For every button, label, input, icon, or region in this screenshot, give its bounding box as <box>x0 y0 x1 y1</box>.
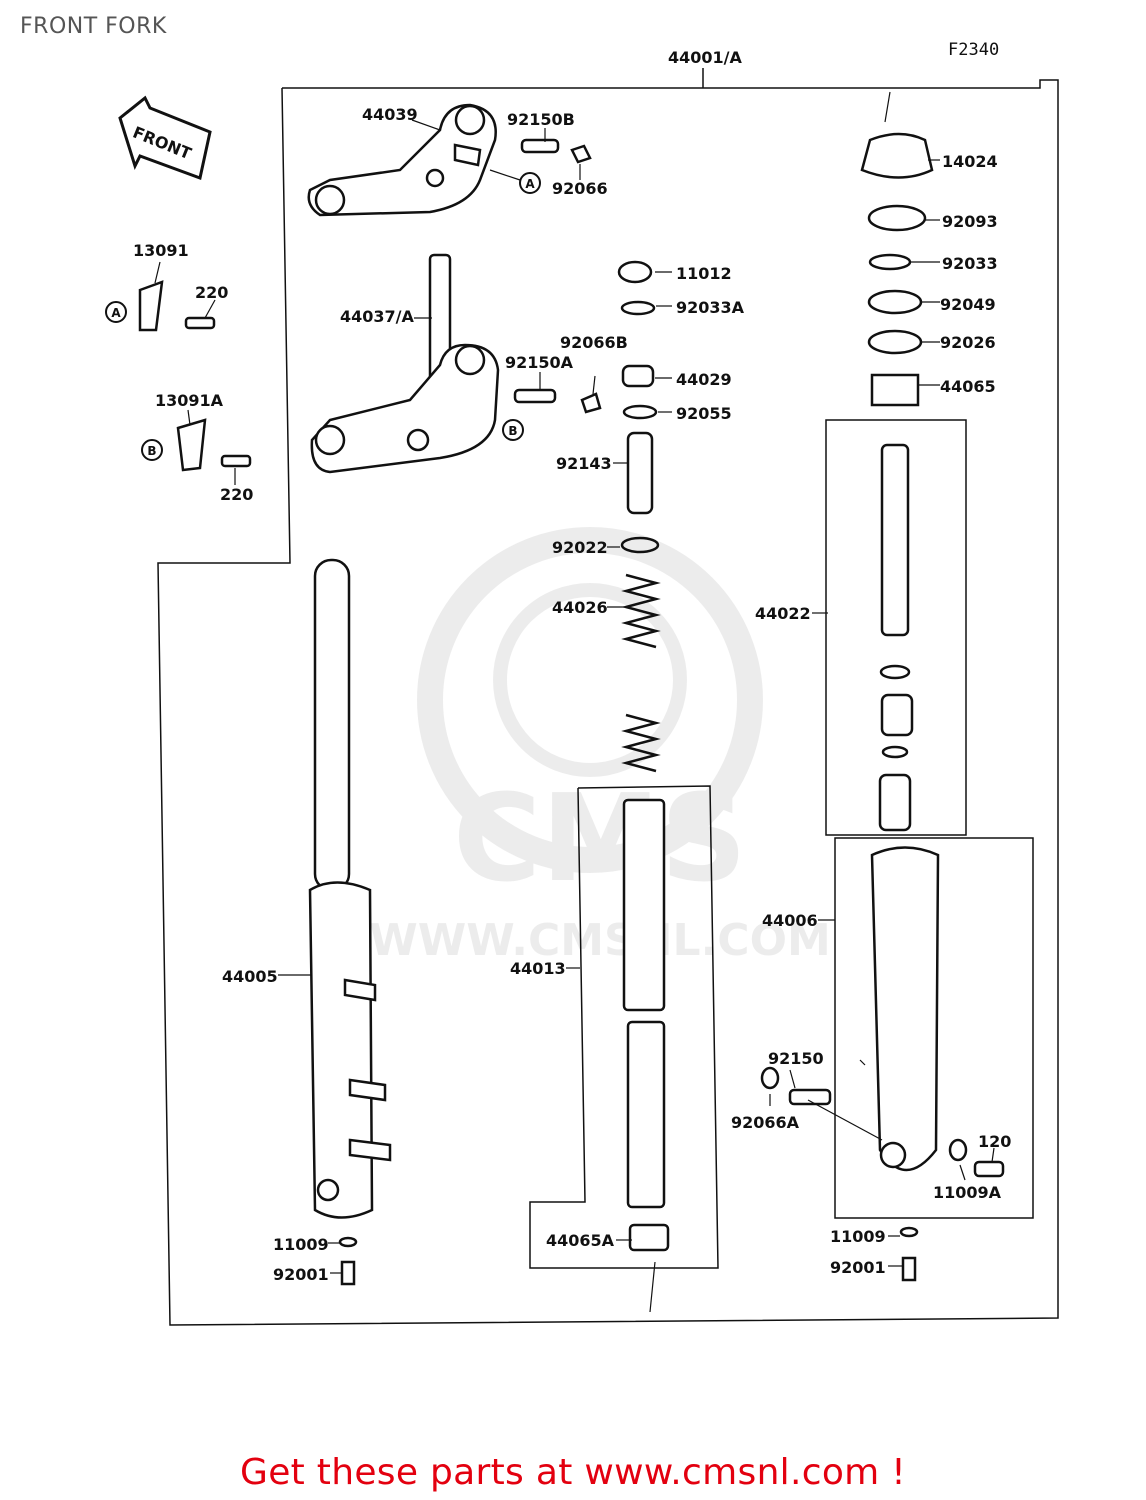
label-44029: 44029 <box>676 370 732 389</box>
label-220-upper: 220 <box>195 283 228 302</box>
lower-bracket <box>310 253 602 474</box>
label-44006: 44006 <box>762 911 818 930</box>
label-92093: 92093 <box>942 212 998 231</box>
label-92049: 92049 <box>940 295 996 314</box>
label-44039: 44039 <box>362 105 418 124</box>
label-11009A: 11009A <box>933 1183 1002 1202</box>
promo-link[interactable]: Get these parts at www.cmsnl.com ! <box>240 1452 906 1493</box>
label-92026: 92026 <box>940 333 996 352</box>
label-92001-right: 92001 <box>830 1258 886 1277</box>
callout-b-right: B <box>502 419 524 441</box>
watermark-logo: CMS <box>453 770 747 909</box>
svg-text:B: B <box>147 444 156 458</box>
left-fork-leg <box>308 558 392 1286</box>
svg-text:A: A <box>111 306 121 320</box>
label-120: 120 <box>978 1132 1011 1151</box>
label-44037: 44037/A <box>340 307 415 326</box>
center-parts <box>617 260 670 1252</box>
label-44065A: 44065A <box>546 1231 615 1250</box>
front-arrow-icon: FRONT <box>118 95 212 181</box>
label-11012: 11012 <box>676 264 732 283</box>
label-92150A: 92150A <box>505 353 574 372</box>
label-92055: 92055 <box>676 404 732 423</box>
callout-a-left: A <box>105 301 127 323</box>
svg-text:B: B <box>508 424 517 438</box>
label-92033: 92033 <box>942 254 998 273</box>
callout-a-top: A <box>519 172 541 194</box>
label-92150: 92150 <box>768 1049 824 1068</box>
diagram-code: F2340 <box>948 40 1000 60</box>
label-44026: 44026 <box>552 598 608 617</box>
label-13091: 13091 <box>133 241 189 260</box>
label-92150B: 92150B <box>507 110 575 129</box>
label-14024: 14024 <box>942 152 998 171</box>
label-92066A: 92066A <box>731 1113 800 1132</box>
label-44065: 44065 <box>940 377 996 396</box>
svg-text:A: A <box>525 177 535 191</box>
label-44001: 44001/A <box>668 48 743 67</box>
part-labels: 44001/A 44039 92150B 92066 13091 220 440… <box>133 48 1011 1284</box>
label-92066: 92066 <box>552 179 608 198</box>
watermark-url: WWW.CMSNL.COM <box>369 915 831 966</box>
small-brackets <box>138 280 252 472</box>
label-44022: 44022 <box>755 604 811 623</box>
label-220-lower: 220 <box>220 485 253 504</box>
label-13091A: 13091A <box>155 391 224 410</box>
label-92143: 92143 <box>556 454 612 473</box>
label-11009-right: 11009 <box>830 1227 886 1246</box>
label-92001-left: 92001 <box>273 1265 329 1284</box>
label-92022: 92022 <box>552 538 608 557</box>
label-92033A: 92033A <box>676 298 745 317</box>
label-92066B: 92066B <box>560 333 628 352</box>
callout-b-left: B <box>141 439 163 461</box>
page-title: FRONT FORK <box>20 14 167 39</box>
right-parts <box>760 132 1005 1282</box>
label-44005: 44005 <box>222 967 278 986</box>
leader-lines <box>154 91 995 1313</box>
label-11009-left: 11009 <box>273 1235 329 1254</box>
label-44013: 44013 <box>510 959 566 978</box>
assembly-outline <box>157 68 1059 1326</box>
watermark: CMS WWW.CMSNL.COM <box>369 527 831 966</box>
upper-bracket <box>307 103 592 217</box>
